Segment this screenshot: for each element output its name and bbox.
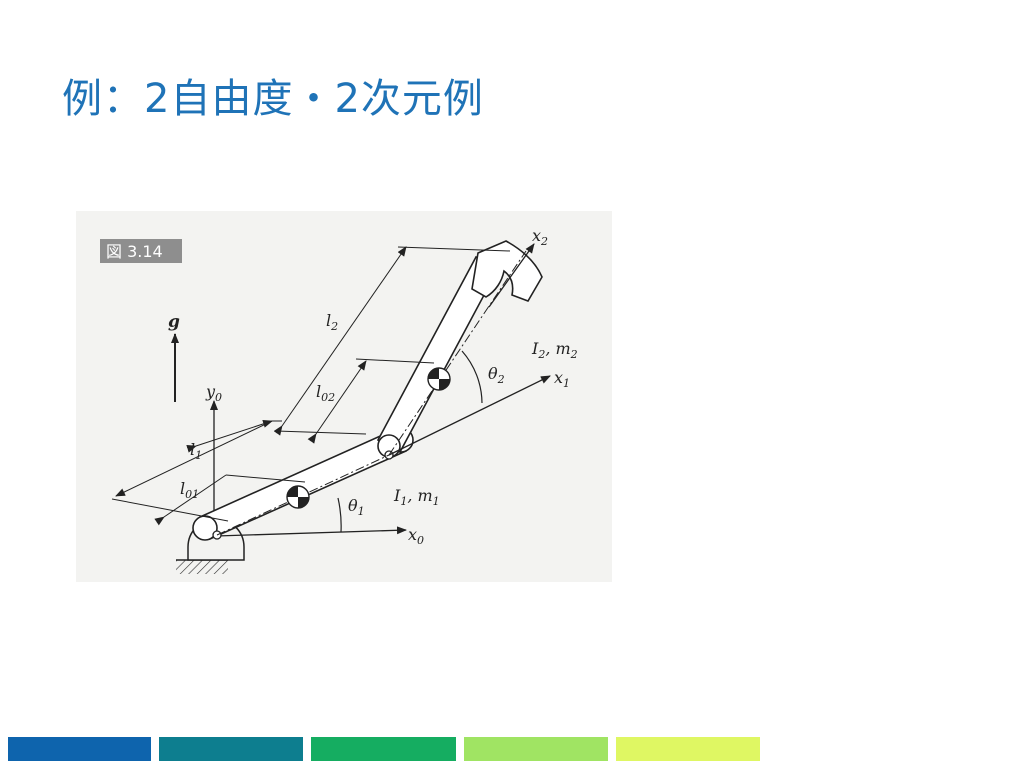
label-l02: l02 — [316, 382, 335, 404]
label-x2: x2 — [532, 226, 548, 248]
label-l1: l1 — [190, 440, 202, 462]
link-2 — [376, 240, 543, 460]
footer-bar-1 — [8, 737, 151, 761]
link-centerlines — [216, 250, 527, 536]
footer-bar-2 — [159, 737, 303, 761]
label-x0: x0 — [408, 525, 424, 547]
gravity-label: g — [168, 312, 180, 332]
label-y0: y0 — [205, 382, 222, 404]
footer-bar-4 — [464, 737, 608, 761]
label-link1-inertia-mass: I1, m1 — [393, 486, 440, 508]
label-link2-inertia-mass: I2, m2 — [531, 339, 578, 361]
moving-axes — [388, 243, 551, 456]
label-l2: l2 — [326, 311, 338, 333]
robot-arm-figure: 図 3.14 g — [76, 211, 612, 582]
label-x1: x1 — [554, 368, 570, 390]
angle-arcs — [337, 350, 483, 533]
center-of-mass-2 — [427, 367, 451, 391]
label-theta2: θ2 — [488, 364, 505, 386]
footer-bar-5 — [616, 737, 760, 761]
center-of-mass-1 — [286, 485, 310, 509]
label-theta1: θ1 — [348, 496, 365, 518]
footer-color-bars — [8, 737, 768, 761]
label-l01: l01 — [180, 479, 199, 501]
figure-badge: 図 3.14 — [100, 239, 182, 263]
slide-title: 例：2自由度・2次元例 — [62, 76, 484, 122]
footer-bar-3 — [311, 737, 456, 761]
svg-text:図 3.14: 図 3.14 — [106, 242, 163, 261]
dimension-lines — [111, 246, 511, 526]
gravity-vector: g — [168, 312, 180, 402]
